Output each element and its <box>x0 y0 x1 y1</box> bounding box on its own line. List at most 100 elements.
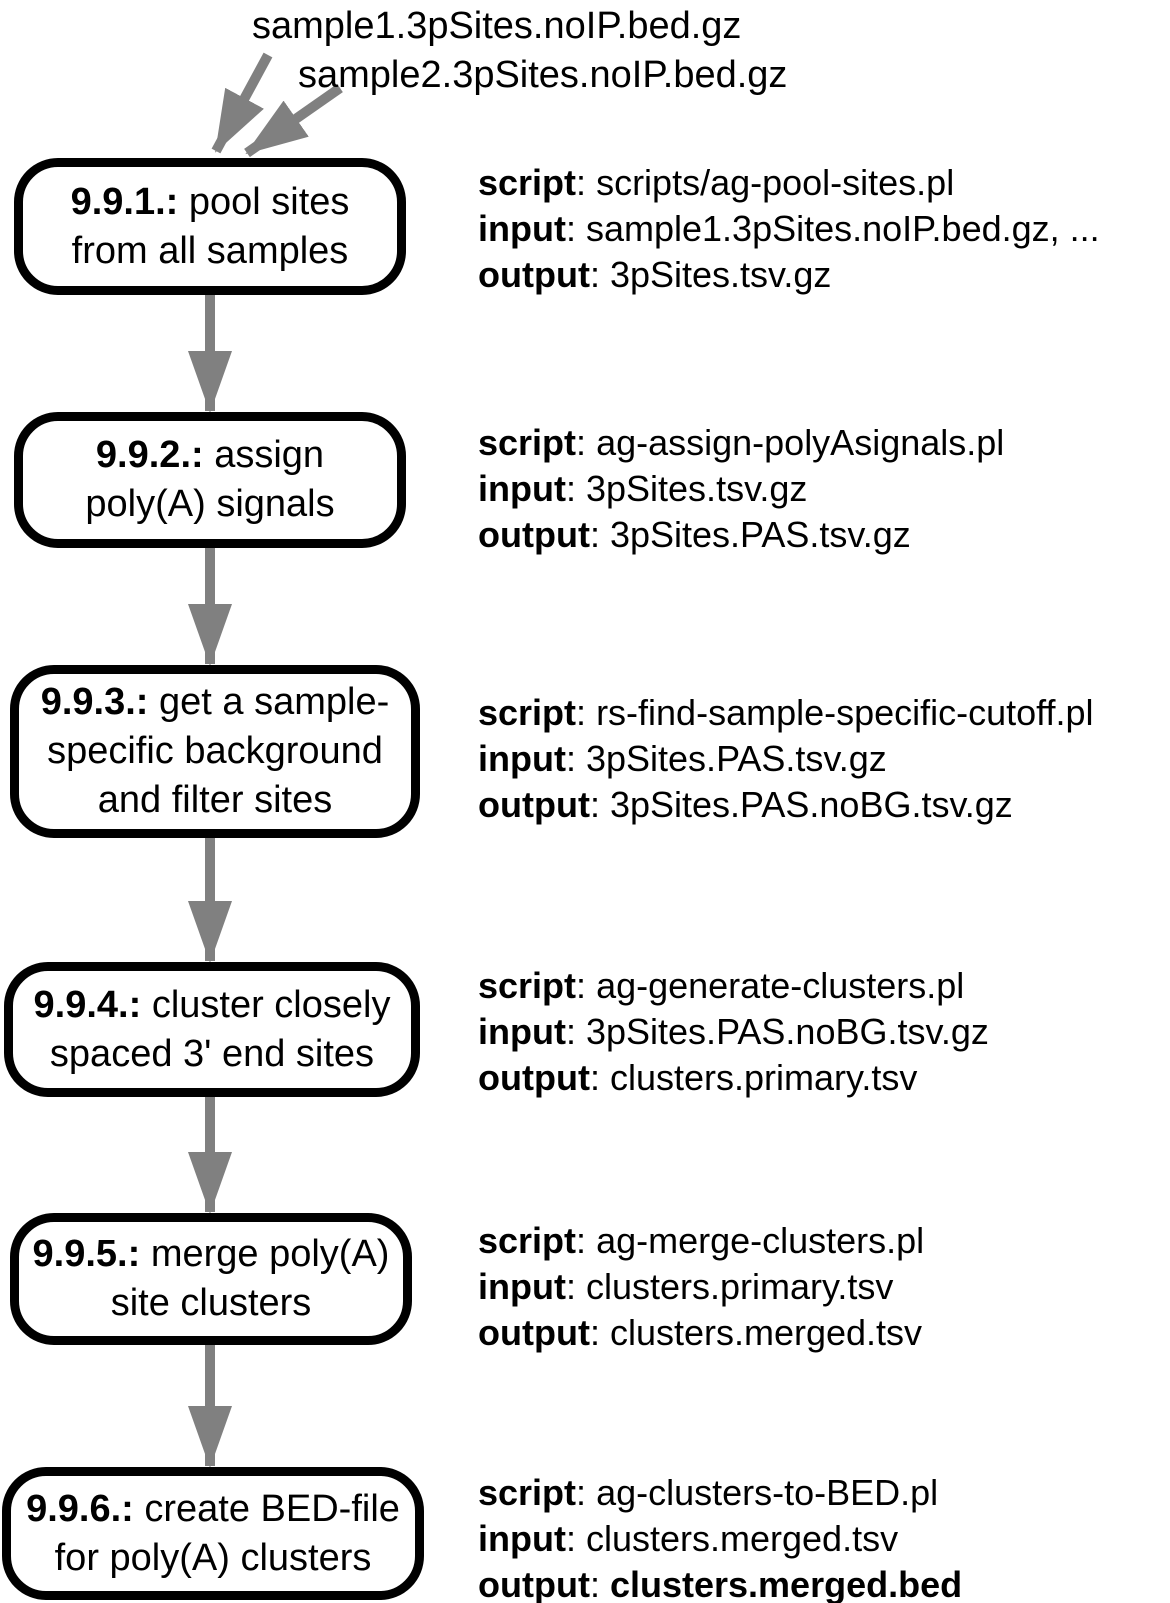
script-value: rs-find-sample-specific-cutoff.pl <box>596 692 1094 733</box>
script-value: scripts/ag-pool-sites.pl <box>596 162 955 203</box>
output-value: 3pSites.PAS.tsv.gz <box>609 514 911 555</box>
output-value: clusters.merged.tsv <box>609 1312 923 1353</box>
step-title: create BED-file for poly(A) clusters <box>54 1487 400 1579</box>
step-box-9-9-3: 9.9.3.: get a sample- specific backgroun… <box>10 665 420 838</box>
step-title: get a sample- specific background and fi… <box>47 681 390 821</box>
step-title: merge poly(A) site clusters <box>110 1233 390 1324</box>
step-box-text: 9.9.4.: cluster closely spaced 3' end si… <box>34 981 391 1079</box>
separator: : <box>565 208 586 249</box>
input-label: input <box>478 208 566 249</box>
input-line: input: sample1.3pSites.noIP.bed.gz, ... <box>478 206 1100 252</box>
step-box-9-9-6: 9.9.6.: create BED-file for poly(A) clus… <box>2 1467 424 1600</box>
step-info-9-9-3: script: rs-find-sample-specific-cutoff.p… <box>478 690 1094 828</box>
step-info-9-9-4: script: ag-generate-clusters.pl input: 3… <box>478 963 989 1101</box>
output-line: output: 3pSites.PAS.noBG.tsv.gz <box>478 782 1094 828</box>
output-line: output: 3pSites.PAS.tsv.gz <box>478 512 1004 558</box>
step-number: 9.9.2.: <box>95 434 204 476</box>
output-line: output: clusters.merged.tsv <box>478 1310 924 1356</box>
output-line: output: 3pSites.tsv.gz <box>478 252 1100 298</box>
separator: : <box>589 1057 610 1098</box>
step-number: 9.9.5.: <box>32 1233 141 1275</box>
separator: : <box>589 254 610 295</box>
separator: : <box>576 692 597 733</box>
step-box-text: 9.9.6.: create BED-file for poly(A) clus… <box>26 1485 400 1583</box>
step-box-9-9-4: 9.9.4.: cluster closely spaced 3' end si… <box>4 962 420 1097</box>
script-line: script: ag-assign-polyAsignals.pl <box>478 420 1004 466</box>
input-value: 3pSites.tsv.gz <box>585 468 808 509</box>
step-box-text: 9.9.2.: assign poly(A) signals <box>85 431 334 529</box>
output-label: output <box>478 784 590 825</box>
separator: : <box>589 1564 610 1603</box>
input-label: input <box>478 1518 566 1559</box>
step-box-9-9-5: 9.9.5.: merge poly(A) site clusters <box>10 1213 412 1345</box>
step-box-text: 9.9.1.: pool sites from all samples <box>71 178 350 276</box>
input-value: 3pSites.PAS.tsv.gz <box>585 738 887 779</box>
separator: : <box>565 1266 586 1307</box>
step-number: 9.9.4.: <box>33 983 142 1026</box>
input-file-arrow-2 <box>244 83 343 158</box>
output-line: output: clusters.merged.bed <box>478 1562 962 1603</box>
input-file-label-2: sample2.3pSites.noIP.bed.gz <box>298 54 788 96</box>
separator: : <box>589 514 610 555</box>
script-value: ag-clusters-to-BED.pl <box>596 1472 939 1513</box>
output-label: output <box>478 1312 590 1353</box>
input-label: input <box>478 468 566 509</box>
input-value: clusters.merged.tsv <box>585 1518 899 1559</box>
output-label: output <box>478 254 590 295</box>
input-label: input <box>478 738 566 779</box>
input-file-label-1: sample1.3pSites.noIP.bed.gz <box>252 5 742 47</box>
separator: : <box>565 1011 586 1052</box>
step-title: pool sites from all samples <box>71 180 350 272</box>
output-value: 3pSites.PAS.noBG.tsv.gz <box>609 784 1013 825</box>
input-label: input <box>478 1266 566 1307</box>
script-label: script <box>478 422 577 463</box>
step-box-text: 9.9.5.: merge poly(A) site clusters <box>33 1230 390 1328</box>
script-value: ag-generate-clusters.pl <box>596 965 965 1006</box>
step-info-9-9-1: script: scripts/ag-pool-sites.pl input: … <box>478 160 1100 298</box>
script-line: script: ag-generate-clusters.pl <box>478 963 989 1009</box>
separator: : <box>576 422 597 463</box>
script-line: script: scripts/ag-pool-sites.pl <box>478 160 1100 206</box>
step-title: assign poly(A) signals <box>85 434 335 525</box>
output-value: 3pSites.tsv.gz <box>609 254 832 295</box>
script-label: script <box>478 692 577 733</box>
input-value: clusters.primary.tsv <box>585 1266 894 1307</box>
separator: : <box>576 1220 597 1261</box>
step-box-9-9-1: 9.9.1.: pool sites from all samples <box>14 158 406 295</box>
step-info-9-9-6: script: ag-clusters-to-BED.pl input: clu… <box>478 1470 962 1603</box>
input-line: input: clusters.primary.tsv <box>478 1264 924 1310</box>
script-value: ag-merge-clusters.pl <box>596 1220 925 1261</box>
separator: : <box>565 468 586 509</box>
output-label: output <box>478 514 590 555</box>
separator: : <box>565 738 586 779</box>
script-label: script <box>478 162 577 203</box>
step-info-9-9-5: script: ag-merge-clusters.pl input: clus… <box>478 1218 924 1356</box>
script-line: script: ag-merge-clusters.pl <box>478 1218 924 1264</box>
step-number: 9.9.1.: <box>70 180 179 223</box>
step-info-9-9-2: script: ag-assign-polyAsignals.pl input:… <box>478 420 1004 558</box>
input-line: input: 3pSites.PAS.noBG.tsv.gz <box>478 1009 989 1055</box>
input-label: input <box>478 1011 566 1052</box>
input-value: 3pSites.PAS.noBG.tsv.gz <box>585 1011 989 1052</box>
script-line: script: ag-clusters-to-BED.pl <box>478 1470 962 1516</box>
separator: : <box>576 965 597 1006</box>
step-title: cluster closely spaced 3' end sites <box>49 983 391 1075</box>
script-value: ag-assign-polyAsignals.pl <box>596 422 1005 463</box>
input-line: input: 3pSites.tsv.gz <box>478 466 1004 512</box>
step-box-9-9-2: 9.9.2.: assign poly(A) signals <box>14 412 406 548</box>
input-line: input: 3pSites.PAS.tsv.gz <box>478 736 1094 782</box>
separator: : <box>565 1518 586 1559</box>
step-number: 9.9.3.: <box>40 681 149 723</box>
step-box-text: 9.9.3.: get a sample- specific backgroun… <box>41 678 390 825</box>
separator: : <box>576 1472 597 1513</box>
input-line: input: clusters.merged.tsv <box>478 1516 962 1562</box>
input-file-arrow-1 <box>211 52 273 154</box>
separator: : <box>589 1312 610 1353</box>
separator: : <box>576 162 597 203</box>
output-value: clusters.primary.tsv <box>609 1057 918 1098</box>
output-value: clusters.merged.bed <box>609 1564 963 1603</box>
script-label: script <box>478 965 577 1006</box>
input-value: sample1.3pSites.noIP.bed.gz, ... <box>585 208 1100 249</box>
